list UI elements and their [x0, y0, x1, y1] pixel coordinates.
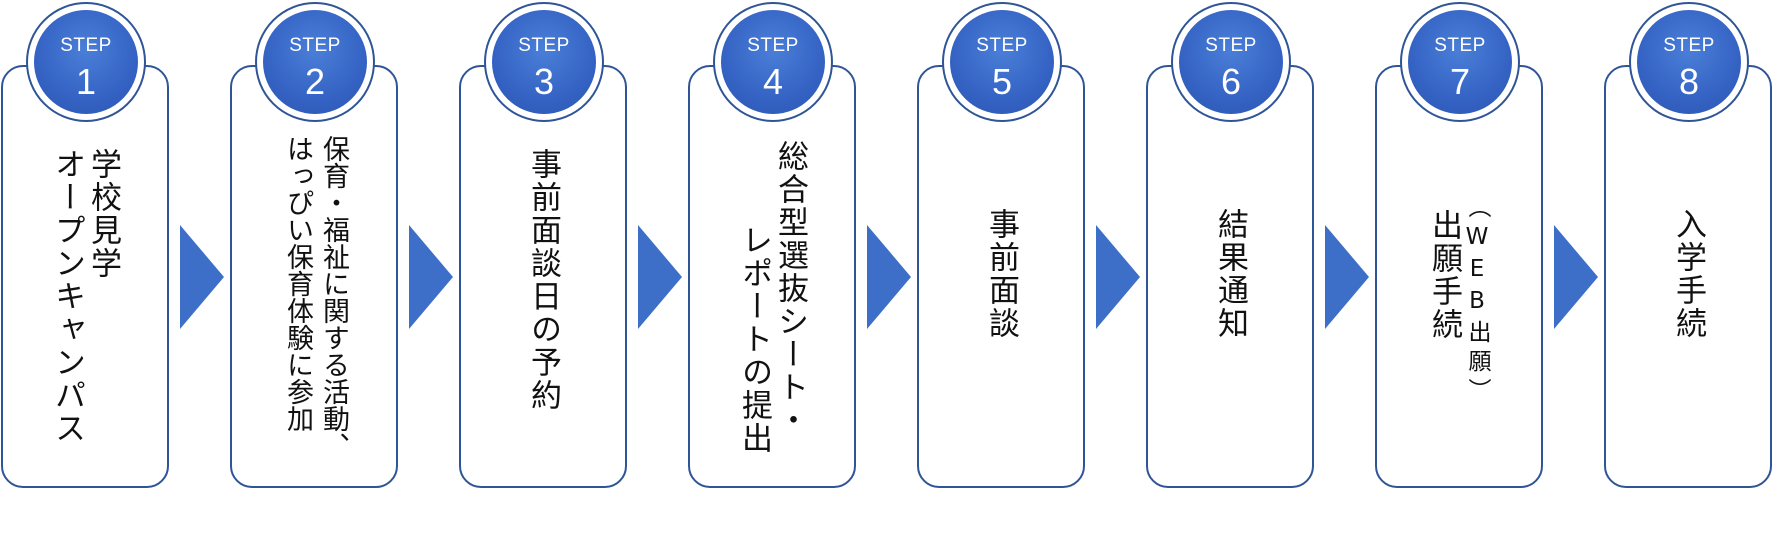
step-text-line: 入学手続 [1670, 208, 1706, 340]
step-text-line: 総合型選抜シート・ [772, 140, 808, 437]
step-badge-circle: STEP 4 [721, 10, 825, 114]
step-badge-1: STEP 1 [26, 2, 146, 122]
step-badge-circle: STEP 2 [263, 10, 367, 114]
step-text-4: 総合型選抜シート・ レポートの提出 [688, 140, 856, 470]
step-number: 7 [1449, 61, 1471, 102]
step-card-3 [459, 65, 627, 488]
step-label: STEP [747, 35, 799, 56]
step-badge-circle: STEP 1 [34, 10, 138, 114]
arrow-right-icon [638, 225, 682, 329]
step-number: 1 [75, 61, 97, 102]
arrow-right-icon [1096, 225, 1140, 329]
step-label: STEP [289, 35, 341, 56]
step-text-1: 学校見学 オープンキャンパス [1, 148, 169, 478]
step-text-line: 事前面談日の予約 [525, 148, 561, 412]
step-text-line: 保育・福祉に関する活動、 [318, 135, 349, 459]
step-text-line: はっぴい保育体験に参加 [282, 135, 313, 432]
step-text-line: レポートの提出 [736, 224, 772, 455]
step-label: STEP [1434, 35, 1486, 56]
step-text-5: 事前面談 [917, 208, 1085, 538]
step-badge-7: STEP 7 [1400, 2, 1520, 122]
step-text-2: 保育・福祉に関する活動、 はっぴい保育体験に参加 [230, 135, 398, 465]
step-label: STEP [976, 35, 1028, 56]
step-badge-2: STEP 2 [255, 2, 375, 122]
step-card-1 [1, 65, 169, 488]
step-card-2 [230, 65, 398, 488]
step-badge-5: STEP 5 [942, 2, 1062, 122]
step-badge-circle: STEP 8 [1637, 10, 1741, 114]
step-card-4 [688, 65, 856, 488]
step-number: 2 [304, 61, 326, 102]
step-badge-3: STEP 3 [484, 2, 604, 122]
step-number: 4 [762, 61, 784, 102]
step-text-7: （WEB出願） 出願手続 [1375, 195, 1543, 525]
arrow-right-icon [180, 225, 224, 329]
arrow-right-icon [409, 225, 453, 329]
step-label: STEP [518, 35, 570, 56]
arrow-right-icon [867, 225, 911, 329]
step-card-6 [1146, 65, 1314, 488]
step-number: 6 [1220, 61, 1242, 102]
step-number: 3 [533, 61, 555, 102]
step-badge-4: STEP 4 [713, 2, 833, 122]
step-label: STEP [1663, 35, 1715, 56]
step-number: 8 [1678, 61, 1700, 102]
step-label: STEP [1205, 35, 1257, 56]
step-badge-6: STEP 6 [1171, 2, 1291, 122]
step-card-7 [1375, 65, 1543, 488]
step-text-line: オープンキャンパス [49, 148, 85, 445]
step-text-line: 出願手続 [1426, 209, 1462, 341]
arrow-right-icon [1325, 225, 1369, 329]
step-badge-circle: STEP 5 [950, 10, 1054, 114]
step-badge-circle: STEP 3 [492, 10, 596, 114]
step-text-8: 入学手続 [1604, 208, 1772, 538]
step-text-line: （WEB出願） [1464, 195, 1490, 407]
step-text-line: 事前面談 [983, 208, 1019, 340]
step-number: 5 [991, 61, 1013, 102]
step-badge-circle: STEP 6 [1179, 10, 1283, 114]
step-card-8 [1604, 65, 1772, 488]
arrow-right-icon [1554, 225, 1598, 329]
step-badge-circle: STEP 7 [1408, 10, 1512, 114]
step-text-line: 学校見学 [85, 148, 121, 280]
step-card-5 [917, 65, 1085, 488]
step-text-3: 事前面談日の予約 [459, 148, 627, 478]
step-label: STEP [60, 35, 112, 56]
step-text-line: 結果通知 [1212, 208, 1248, 340]
step-text-6: 結果通知 [1146, 208, 1314, 538]
step-badge-8: STEP 8 [1629, 2, 1749, 122]
